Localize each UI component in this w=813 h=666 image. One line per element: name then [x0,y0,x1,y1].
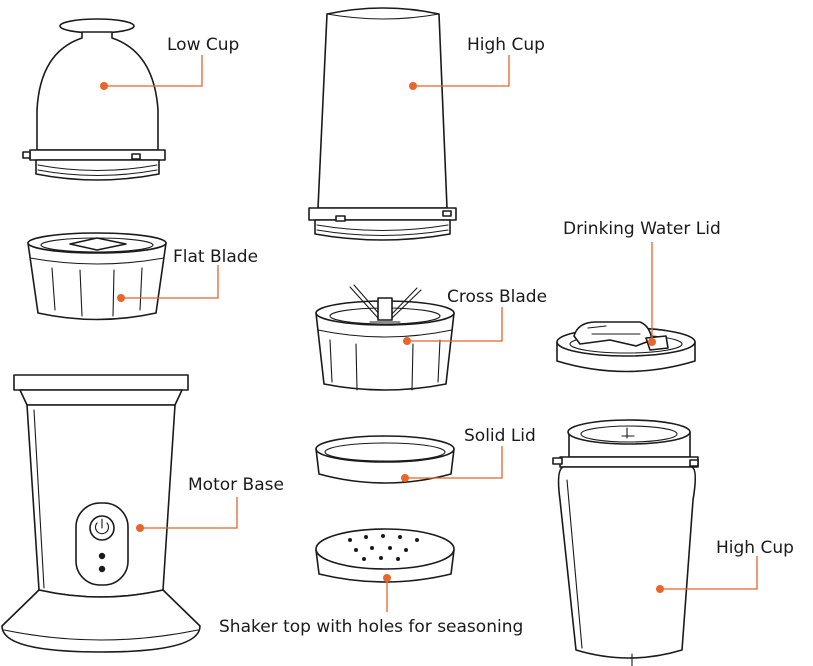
label-shaker-top: Shaker top with holes for seasoning [219,574,523,637]
label-solid-lid: Solid Lid [401,426,536,482]
label-flat-blade: Flat Blade [117,247,258,302]
power-icon [94,522,110,535]
low-cup-text: Low Cup [167,35,239,55]
shaker-top-text: Shaker top with holes for seasoning [219,617,523,637]
high-cup-bottom-illustration [552,419,699,666]
label-high-cup-bottom: High Cup [656,538,794,593]
label-drinking-lid: Drinking Water Lid [563,219,721,346]
label-motor-base: Motor Base [136,475,284,532]
high-cup-top-illustration [308,7,457,241]
label-high-cup-top: High Cup [409,35,545,90]
high-cup-top-text: High Cup [467,35,545,55]
cross-blade-illustration [315,284,455,391]
cross-blade-text: Cross Blade [447,287,547,307]
low-cup-illustration [22,18,166,181]
label-low-cup: Low Cup [100,35,239,90]
drinking-lid-illustration [556,321,696,373]
flat-blade-text: Flat Blade [173,247,258,267]
solid-lid-illustration [315,435,455,484]
flat-blade-illustration [27,232,167,321]
drinking-lid-text: Drinking Water Lid [563,219,721,239]
shaker-top-illustration [315,528,455,583]
high-cup-bottom-text: High Cup [716,538,794,558]
motor-base-illustration [1,374,201,653]
label-cross-blade: Cross Blade [403,287,547,345]
motor-base-text: Motor Base [188,475,284,495]
solid-lid-text: Solid Lid [464,426,536,446]
